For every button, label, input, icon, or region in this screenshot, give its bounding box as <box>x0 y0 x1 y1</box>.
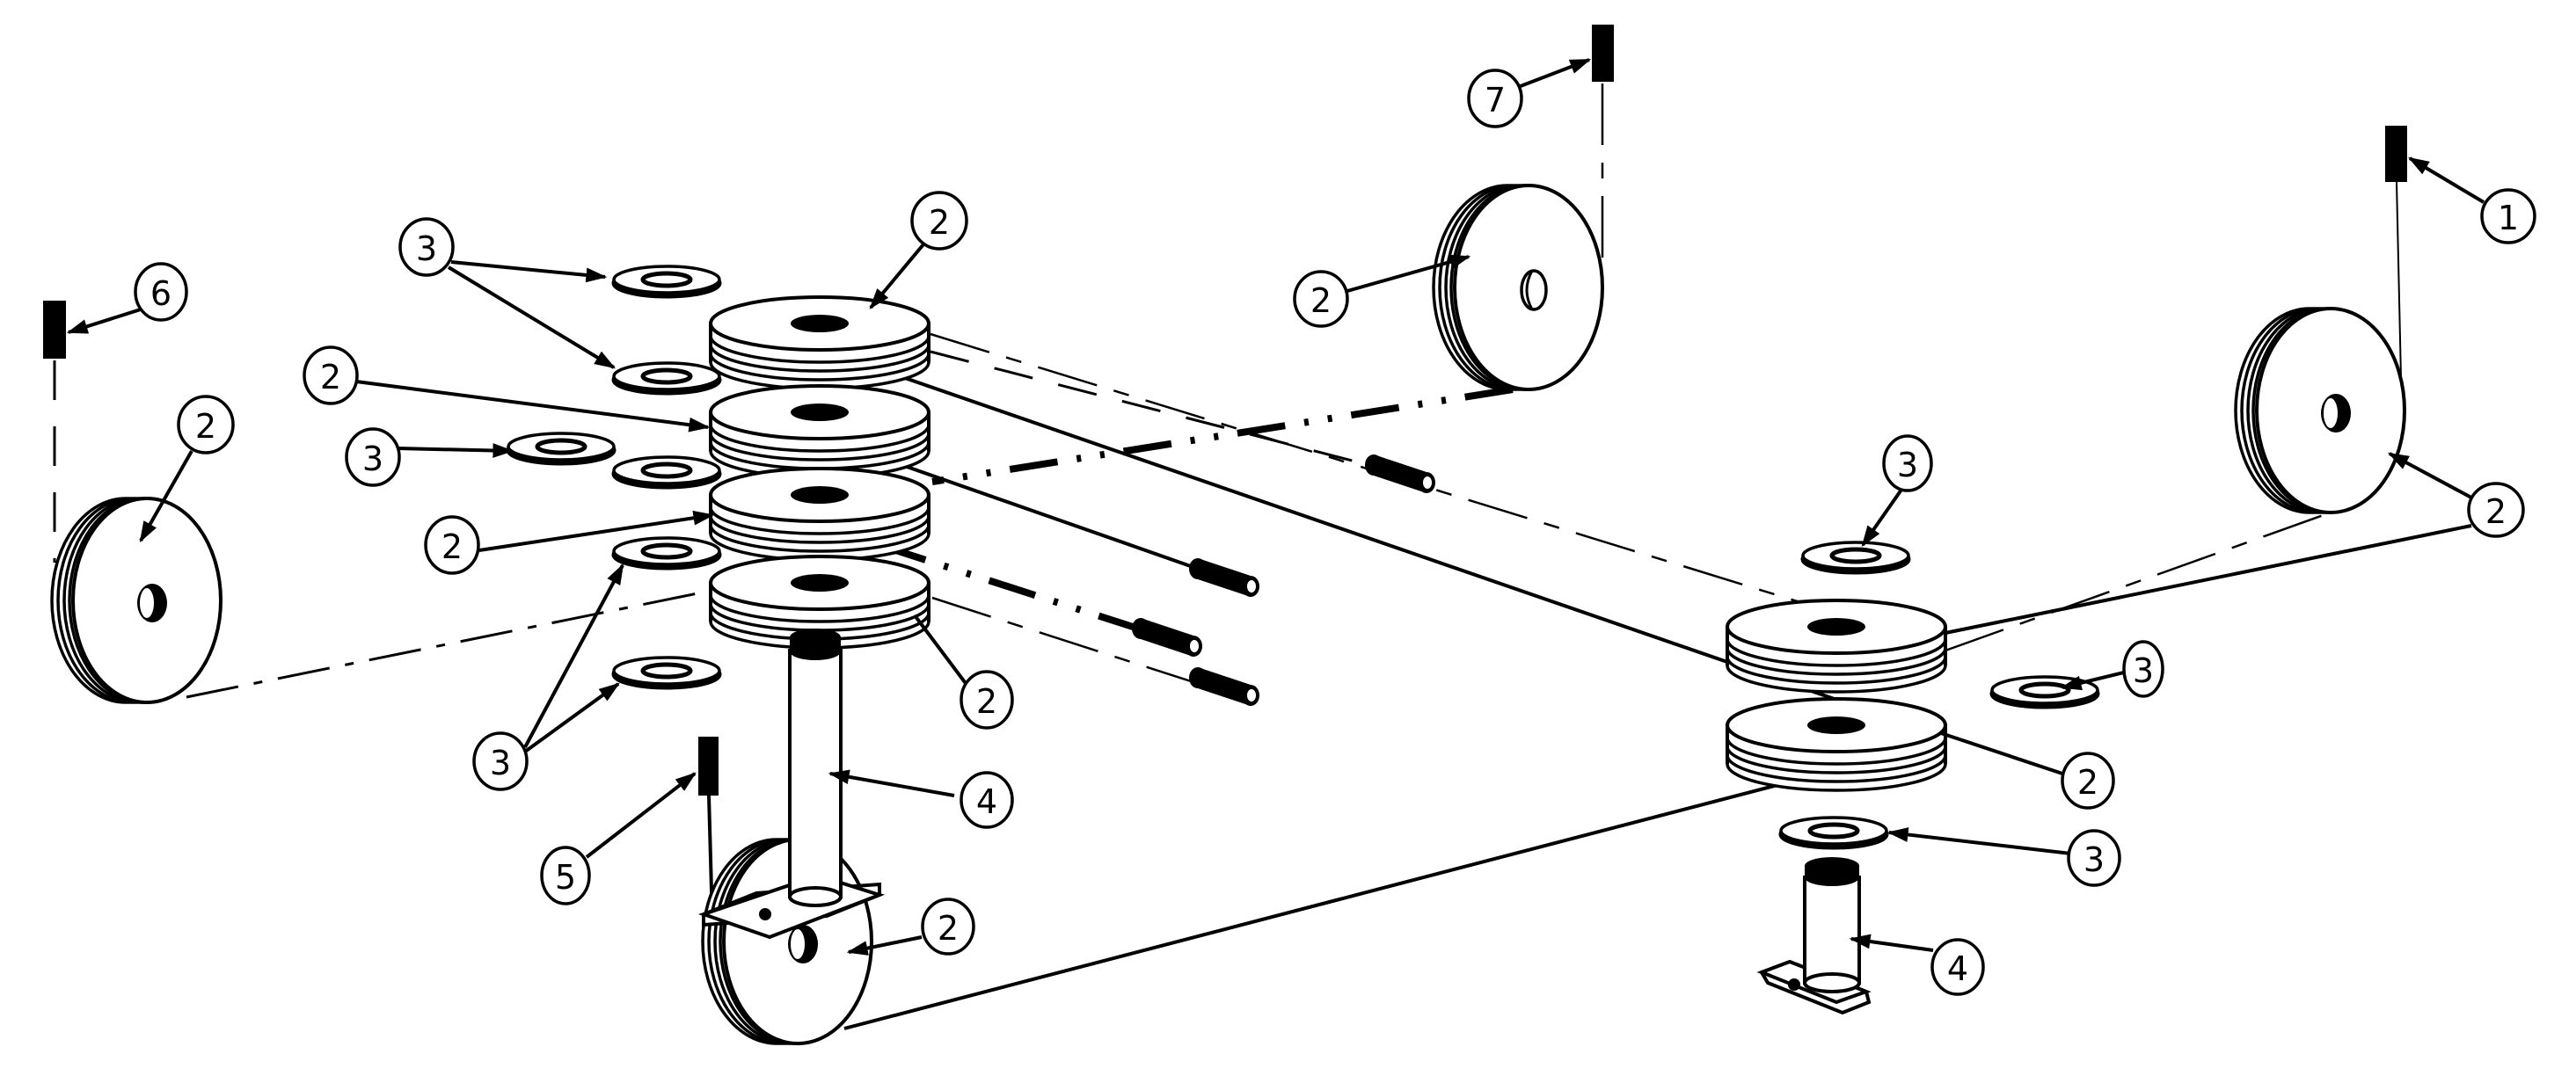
stud <box>1132 618 1202 657</box>
right-stack-pulley-1 <box>1726 599 1947 694</box>
callout-3-label: 3 <box>2133 651 2154 690</box>
callout-5-label: 5 <box>555 858 576 897</box>
cable-left-pulley-to-stack <box>186 589 712 699</box>
stud-centerline-2 <box>879 455 1219 578</box>
vertical-pulleys <box>50 184 2406 1045</box>
callout-4-label: 4 <box>1947 949 1968 988</box>
callout-2-label: 2 <box>929 203 950 242</box>
cables <box>53 84 2402 1030</box>
washer <box>506 432 617 466</box>
callout-3-right-top: 3 <box>1882 434 1933 492</box>
cable-right-stack-to-bottom-pulley <box>843 767 1839 1030</box>
callout-3-upper-pair: 3 <box>398 217 455 277</box>
callout-2-right-pulley: 2 <box>2467 482 2525 538</box>
anchors <box>43 25 2407 796</box>
callout-3-lower-pair: 3 <box>472 731 529 791</box>
anchor-block-5 <box>698 737 719 796</box>
stud-centerline-1 <box>930 350 1390 472</box>
pulley-bottom <box>701 838 873 1045</box>
callout-3-label: 3 <box>1897 446 1918 484</box>
callout-3-left-single: 3 <box>345 427 401 487</box>
hub-hole <box>791 404 849 421</box>
washer <box>1778 816 1889 850</box>
callout-4-left: 4 <box>960 771 1014 829</box>
right-stack-pulley-2 <box>1726 697 1947 792</box>
cable-anchor1-to-right-pulley <box>2396 181 2402 379</box>
horizontal-pulleys <box>709 295 1947 792</box>
hub-hole <box>1807 618 1865 636</box>
washer <box>611 656 722 690</box>
callout-6-label: 6 <box>150 274 171 313</box>
hub-hole <box>1520 269 1548 311</box>
washer <box>611 361 722 396</box>
cable-stack-to-right-stack-lower <box>879 367 1848 705</box>
leader-lines <box>66 58 2485 956</box>
callout-2-bottom-pulley: 2 <box>921 898 975 956</box>
callout-3-right-bottom: 3 <box>2067 829 2121 887</box>
callout-2-label: 2 <box>2077 763 2098 802</box>
callout-5: 5 <box>540 846 591 905</box>
callout-2-label: 2 <box>1310 281 1332 320</box>
callout-2-label: 2 <box>938 909 959 948</box>
washers <box>506 265 2100 850</box>
callout-2-right-stack-lower: 2 <box>2061 752 2115 810</box>
anchor-block-6 <box>43 301 66 359</box>
callout-4-right: 4 <box>1930 938 1985 996</box>
hub-hole <box>791 574 849 592</box>
stud <box>1365 454 1435 493</box>
stud-centerline-3 <box>878 542 1167 641</box>
stud <box>1189 667 1259 706</box>
callout-2-stack-bottom: 2 <box>960 670 1014 730</box>
callout-2-top-pulley: 2 <box>1293 270 1349 328</box>
hub-hole <box>791 315 849 332</box>
stud-centerline-4 <box>931 596 1219 692</box>
callout-2-label: 2 <box>195 407 216 446</box>
callout-3-label: 3 <box>2083 840 2105 879</box>
callout-6: 6 <box>134 262 188 322</box>
callout-2-stack-second: 2 <box>303 345 359 405</box>
callout-2-label: 2 <box>976 682 997 721</box>
callout-1-label: 1 <box>2498 199 2519 237</box>
anchor-block-7 <box>1592 25 1614 82</box>
anchor-block-1 <box>2385 126 2407 182</box>
stack-pulley-2 <box>709 384 930 479</box>
callout-7: 7 <box>1467 69 1523 128</box>
callout-2-label: 2 <box>441 527 463 566</box>
callout-4-label: 4 <box>976 782 997 821</box>
studs <box>1132 454 1435 706</box>
pulley-post-left <box>697 629 886 940</box>
hub-hole <box>791 486 849 504</box>
callout-7-label: 7 <box>1485 81 1506 120</box>
cable-top-pulley-to-stack <box>931 386 1514 485</box>
cable-right-stack-to-right-pulley <box>1945 511 2332 652</box>
pulley-post-right <box>1756 857 1872 1015</box>
callout-3-label: 3 <box>416 229 437 268</box>
hub-hole <box>1807 716 1865 734</box>
callout-2-label: 2 <box>320 358 341 396</box>
stack-pulley-3 <box>709 467 930 562</box>
pulley-right <box>2234 307 2406 514</box>
washer <box>611 536 722 571</box>
washer <box>611 455 722 490</box>
pulley-left <box>50 497 223 704</box>
callout-2-stack-top: 2 <box>910 191 968 251</box>
callout-3-label: 3 <box>490 744 511 782</box>
washer <box>611 265 722 299</box>
callouts: 6 7 1 5 2 2 2 2 2 2 2 2 2 3 3 3 3 3 3 4 … <box>134 69 2536 996</box>
callout-1: 1 <box>2480 188 2536 244</box>
callout-2-label: 2 <box>2485 492 2507 531</box>
cable-stack-top-to-right-stack <box>930 332 1946 649</box>
callout-2-stack-third: 2 <box>424 515 480 575</box>
callout-2-left-pulley: 2 <box>177 395 235 454</box>
pulley-top <box>1432 184 1604 391</box>
callout-3-label: 3 <box>362 440 383 478</box>
stack-pulley-1 <box>709 295 930 390</box>
callout-3-right-side: 3 <box>2122 640 2164 698</box>
washer <box>1800 541 1911 575</box>
stud <box>1189 558 1259 597</box>
